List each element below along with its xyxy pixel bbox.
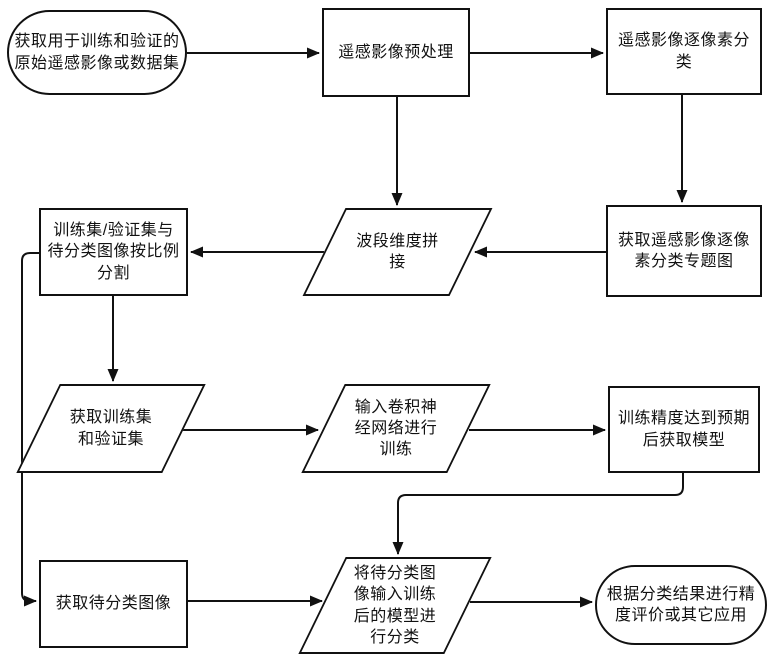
node-preprocess: 遥感影像预处理 [322, 8, 470, 97]
node-thematic-map: 获取遥感影像逐像 素分类专题图 [606, 205, 762, 297]
node-run-classification-label: 将待分类图 像输入训练 后的模型进 行分类 [353, 565, 437, 646]
node-end: 根据分类结果进行精 度评价或其它应用 [595, 565, 767, 645]
node-perpixel-classify-label: 遥感影像逐像素分 类 [617, 32, 750, 71]
node-perpixel-classify: 遥感影像逐像素分 类 [606, 8, 762, 95]
node-get-model-label: 训练精度达到预期 后获取模型 [617, 410, 750, 449]
node-trainval-set: 获取训练集 和验证集 [16, 384, 206, 473]
node-cnn-training-label: 输入卷积神 经网络进行 训练 [354, 398, 438, 459]
node-get-classify-image-label: 获取待分类图像 [55, 595, 172, 613]
node-start: 获取用于训练和验证的 原始遥感影像或数据集 [7, 10, 187, 95]
node-start-label: 获取用于训练和验证的 原始遥感影像或数据集 [14, 33, 180, 72]
node-end-label: 根据分类结果进行精 度评价或其它应用 [606, 585, 756, 624]
node-preprocess-label: 遥感影像预处理 [338, 43, 454, 61]
node-cnn-training: 输入卷积神 经网络进行 训练 [301, 384, 491, 473]
node-band-concat: 波段维度拼 接 [302, 208, 493, 296]
node-run-classification: 将待分类图 像输入训练 后的模型进 行分类 [298, 557, 492, 654]
node-get-model: 训练精度达到预期 后获取模型 [608, 386, 760, 473]
edge-split-getimg [21, 252, 39, 607]
edge-model-classify [392, 473, 684, 555]
node-band-concat-label: 波段维度拼 接 [356, 232, 439, 271]
node-dataset-split: 训练集/验证集与 待分类图像按比例 分割 [39, 208, 188, 296]
node-thematic-map-label: 获取遥感影像逐像 素分类专题图 [617, 231, 750, 270]
node-dataset-split-label: 训练集/验证集与 待分类图像按比例 分割 [47, 222, 180, 282]
node-trainval-set-label: 获取训练集 和验证集 [69, 409, 153, 448]
node-get-classify-image: 获取待分类图像 [39, 560, 188, 648]
